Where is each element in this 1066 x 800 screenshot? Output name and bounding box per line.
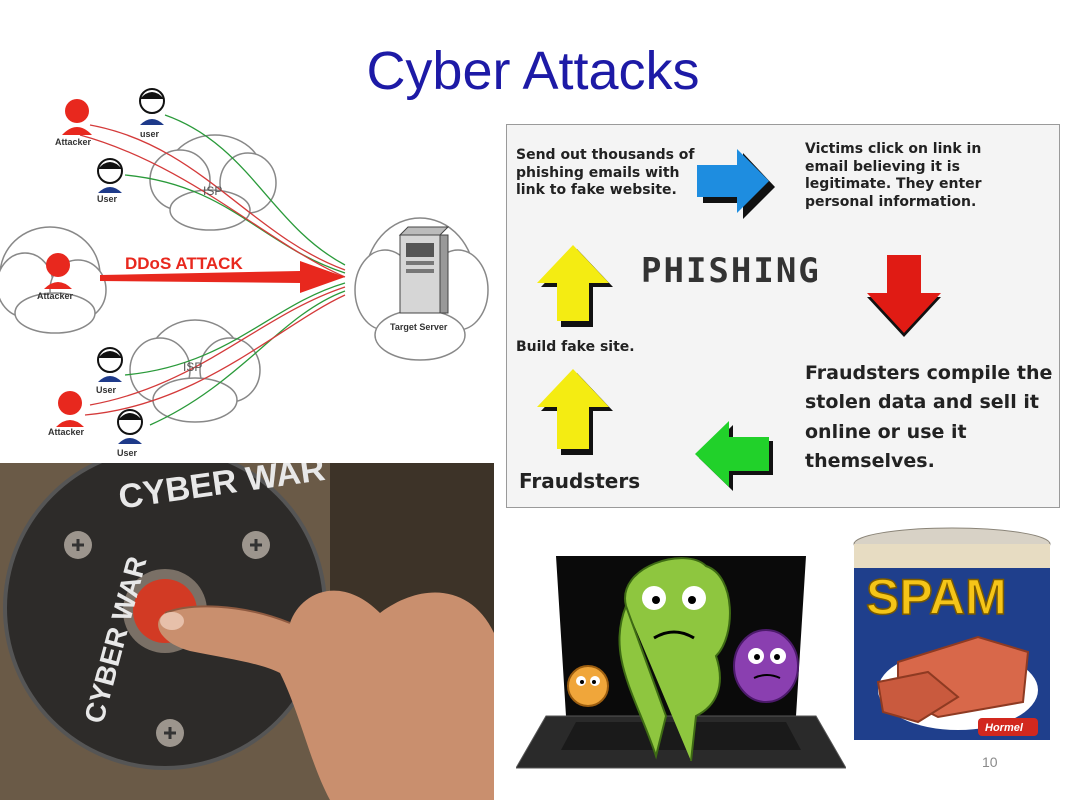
user-icon [97, 158, 123, 193]
attacker-icon [44, 253, 72, 289]
attacker-label: Attacker [55, 137, 92, 147]
user-label: User [96, 385, 117, 395]
isp-label-top: ISP [203, 184, 222, 198]
server-icon [398, 226, 450, 314]
attack-paths [79, 114, 346, 426]
user-label: User [97, 194, 118, 204]
user-label-lower: user [140, 129, 160, 139]
page-number: 10 [982, 754, 998, 770]
orange-virus-icon [567, 665, 609, 707]
arrow-down-icon [867, 255, 941, 337]
server-label: Target Server [390, 322, 448, 332]
arrow-up-icon [537, 245, 613, 327]
phishing-step-victims: Victims click on link in email believing… [805, 141, 982, 210]
ddos-arrow [100, 261, 345, 293]
hormel-label: Hormel [985, 722, 1024, 734]
arrow-up-icon [537, 369, 613, 455]
purple-virus-icon [733, 629, 799, 703]
attacker-icon [62, 99, 92, 135]
virus-laptop-image [516, 556, 846, 769]
user-label: User [117, 448, 138, 458]
phishing-step-send: Send out thousands of phishing emails wi… [516, 147, 695, 198]
attacker-cloud [0, 226, 107, 334]
green-virus-icon [618, 557, 731, 762]
attacker-label: Attacker [37, 291, 74, 301]
ddos-label: DDoS ATTACK [125, 254, 243, 273]
phishing-step-fraudsters: Fraudsters [519, 469, 641, 493]
ddos-diagram: DDoS ATTACK ISP ISP Attacker user User A… [0, 88, 489, 458]
user-icon [97, 347, 123, 382]
hand [158, 590, 494, 800]
user-icon [117, 409, 143, 444]
arrow-right-icon [697, 149, 775, 219]
phishing-step-build: Build fake site. [516, 339, 635, 355]
isp-label-bottom: ISP [183, 360, 202, 374]
isp-cloud-top [149, 134, 277, 231]
cyber-war-button-image: CYBER WAR CYBER WAR [0, 463, 494, 800]
slide-title: Cyber Attacks [366, 41, 700, 101]
spam-can-image: SPAM Hormel [853, 527, 1051, 740]
attacker-label: Attacker [48, 427, 85, 437]
spam-brand: SPAM [866, 569, 1007, 625]
phishing-step-compile: Fraudsters compile the stolen data and s… [805, 362, 1053, 473]
arrow-left-icon [695, 421, 773, 491]
user-icon [139, 88, 165, 125]
phishing-diagram: Send out thousands of phishing emails wi… [506, 124, 1060, 508]
attacker-icon [56, 391, 84, 427]
phishing-title: PHISHING [641, 251, 821, 291]
